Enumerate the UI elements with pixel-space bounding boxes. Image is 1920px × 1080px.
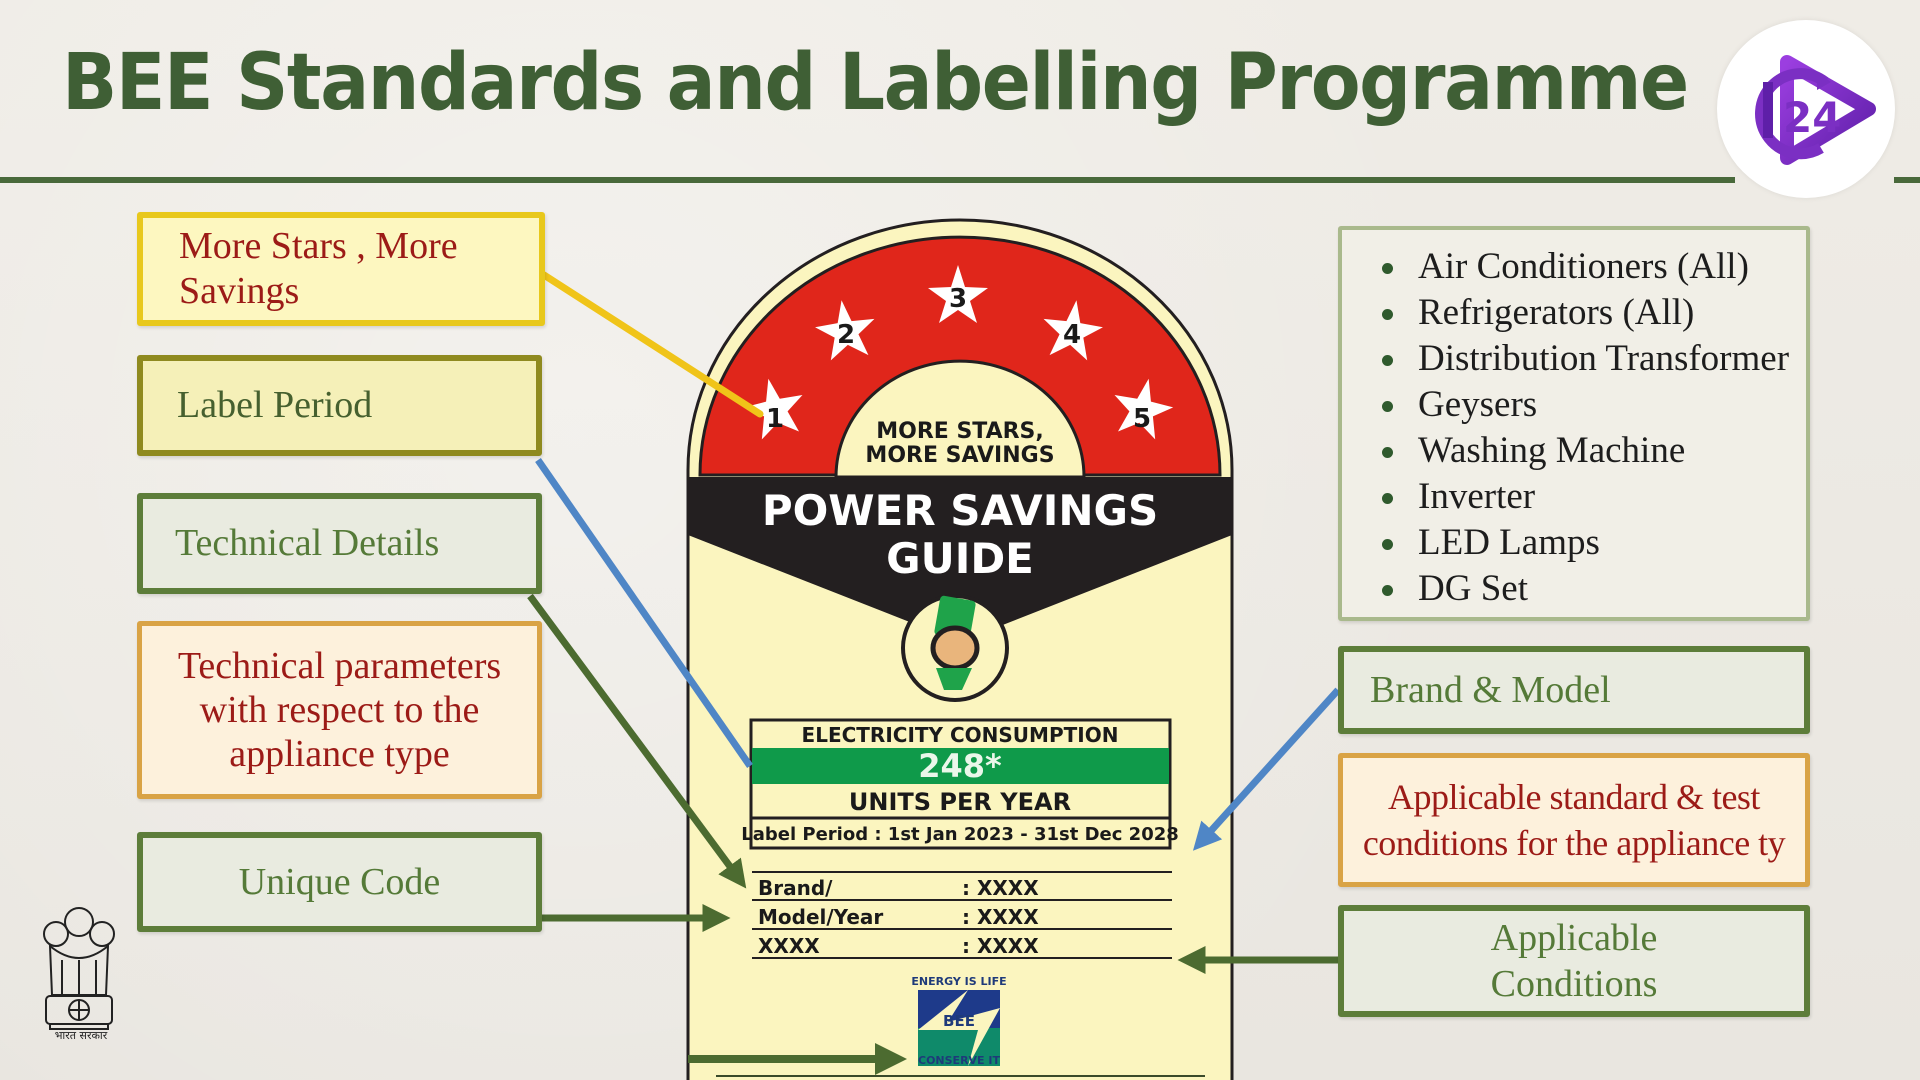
inner-dome: [834, 359, 1086, 479]
svg-text:: XXXX: : XXXX: [962, 876, 1039, 900]
power-savings-band: [688, 477, 1232, 630]
star-icon: [928, 265, 988, 323]
svg-text:Label Period : 1st Jan 2023 -: Label Period : 1st Jan 2023 - 31st Dec 2…: [741, 824, 1179, 845]
svg-text:POWER SAVINGS: POWER SAVINGS: [762, 486, 1158, 535]
svg-text:4: 4: [1063, 320, 1081, 350]
callout-more-stars: More Stars , More Savings: [137, 212, 545, 326]
callout-label-period: Label Period: [137, 355, 542, 456]
callout-applicable-conditions: Applicable Conditions: [1338, 905, 1810, 1017]
svg-text:MORE STARS,: MORE STARS,: [876, 419, 1044, 444]
list-item: Air Conditioners (All): [1381, 244, 1789, 290]
star-icon: [815, 300, 875, 361]
callout-brand-model: Brand & Model: [1338, 646, 1810, 734]
emblem-caption: भारत सरकार: [54, 1029, 108, 1042]
channel-logo: 24: [1717, 20, 1895, 198]
national-emblem-icon: [43, 907, 115, 1030]
callout-applicable-standard: Applicable standard & test conditions fo…: [1338, 753, 1810, 887]
star-icons: [743, 265, 1174, 440]
title-divider-tail: [1894, 177, 1920, 183]
play-24-icon: 24: [1755, 55, 1876, 165]
consumption-value-bar: [752, 748, 1169, 784]
svg-text:24: 24: [1783, 93, 1841, 142]
svg-text:Brand/: Brand/: [758, 876, 833, 900]
appliance-list: Air Conditioners (All) Refrigerators (Al…: [1378, 244, 1789, 612]
page-title: BEE Standards and Labelling Programme: [62, 38, 1689, 128]
svg-text:BEE: BEE: [943, 1012, 975, 1030]
svg-text:3: 3: [949, 284, 967, 314]
star-icon: [1043, 300, 1103, 361]
appliance-list-panel: Air Conditioners (All) Refrigerators (Al…: [1338, 226, 1810, 621]
svg-text:1: 1: [766, 404, 784, 434]
svg-text:ELECTRICITY CONSUMPTION: ELECTRICITY CONSUMPTION: [802, 723, 1119, 747]
list-item: DG Set: [1381, 566, 1789, 612]
svg-text:ENERGY IS LIFE: ENERGY IS LIFE: [911, 975, 1006, 988]
star-icon: [1114, 378, 1174, 440]
svg-text:248*: 248*: [918, 747, 1002, 785]
svg-text:: XXXX: : XXXX: [962, 934, 1039, 958]
list-item: Refrigerators (All): [1381, 290, 1789, 336]
list-item: Washing Machine: [1381, 428, 1789, 474]
title-divider: [0, 177, 1735, 183]
svg-text:2: 2: [837, 320, 855, 350]
svg-text:UNITS PER YEAR: UNITS PER YEAR: [849, 788, 1071, 816]
svg-text:Model/Year: Model/Year: [758, 905, 883, 929]
svg-text:CONSERVE IT: CONSERVE IT: [918, 1054, 1000, 1067]
callout-unique-code: Unique Code: [137, 832, 542, 932]
svg-text:: XXXX: : XXXX: [962, 905, 1039, 929]
list-item: Inverter: [1381, 474, 1789, 520]
star-icon: [743, 378, 803, 440]
list-item: Distribution Transformer: [1381, 336, 1789, 382]
svg-text:MORE SAVINGS: MORE SAVINGS: [865, 443, 1054, 468]
callout-technical-parameters: Technical parameters with respect to the…: [137, 621, 542, 799]
list-item: LED Lamps: [1381, 520, 1789, 566]
svg-text:XXXX: XXXX: [758, 934, 820, 958]
list-item: Geysers: [1381, 382, 1789, 428]
svg-text:GUIDE: GUIDE: [886, 534, 1034, 583]
bee-logo-icon: ENERGY IS LIFE BEE CONSERVE IT: [911, 975, 1006, 1067]
svg-text:5: 5: [1133, 404, 1151, 434]
callout-technical-details: Technical Details: [137, 493, 542, 594]
